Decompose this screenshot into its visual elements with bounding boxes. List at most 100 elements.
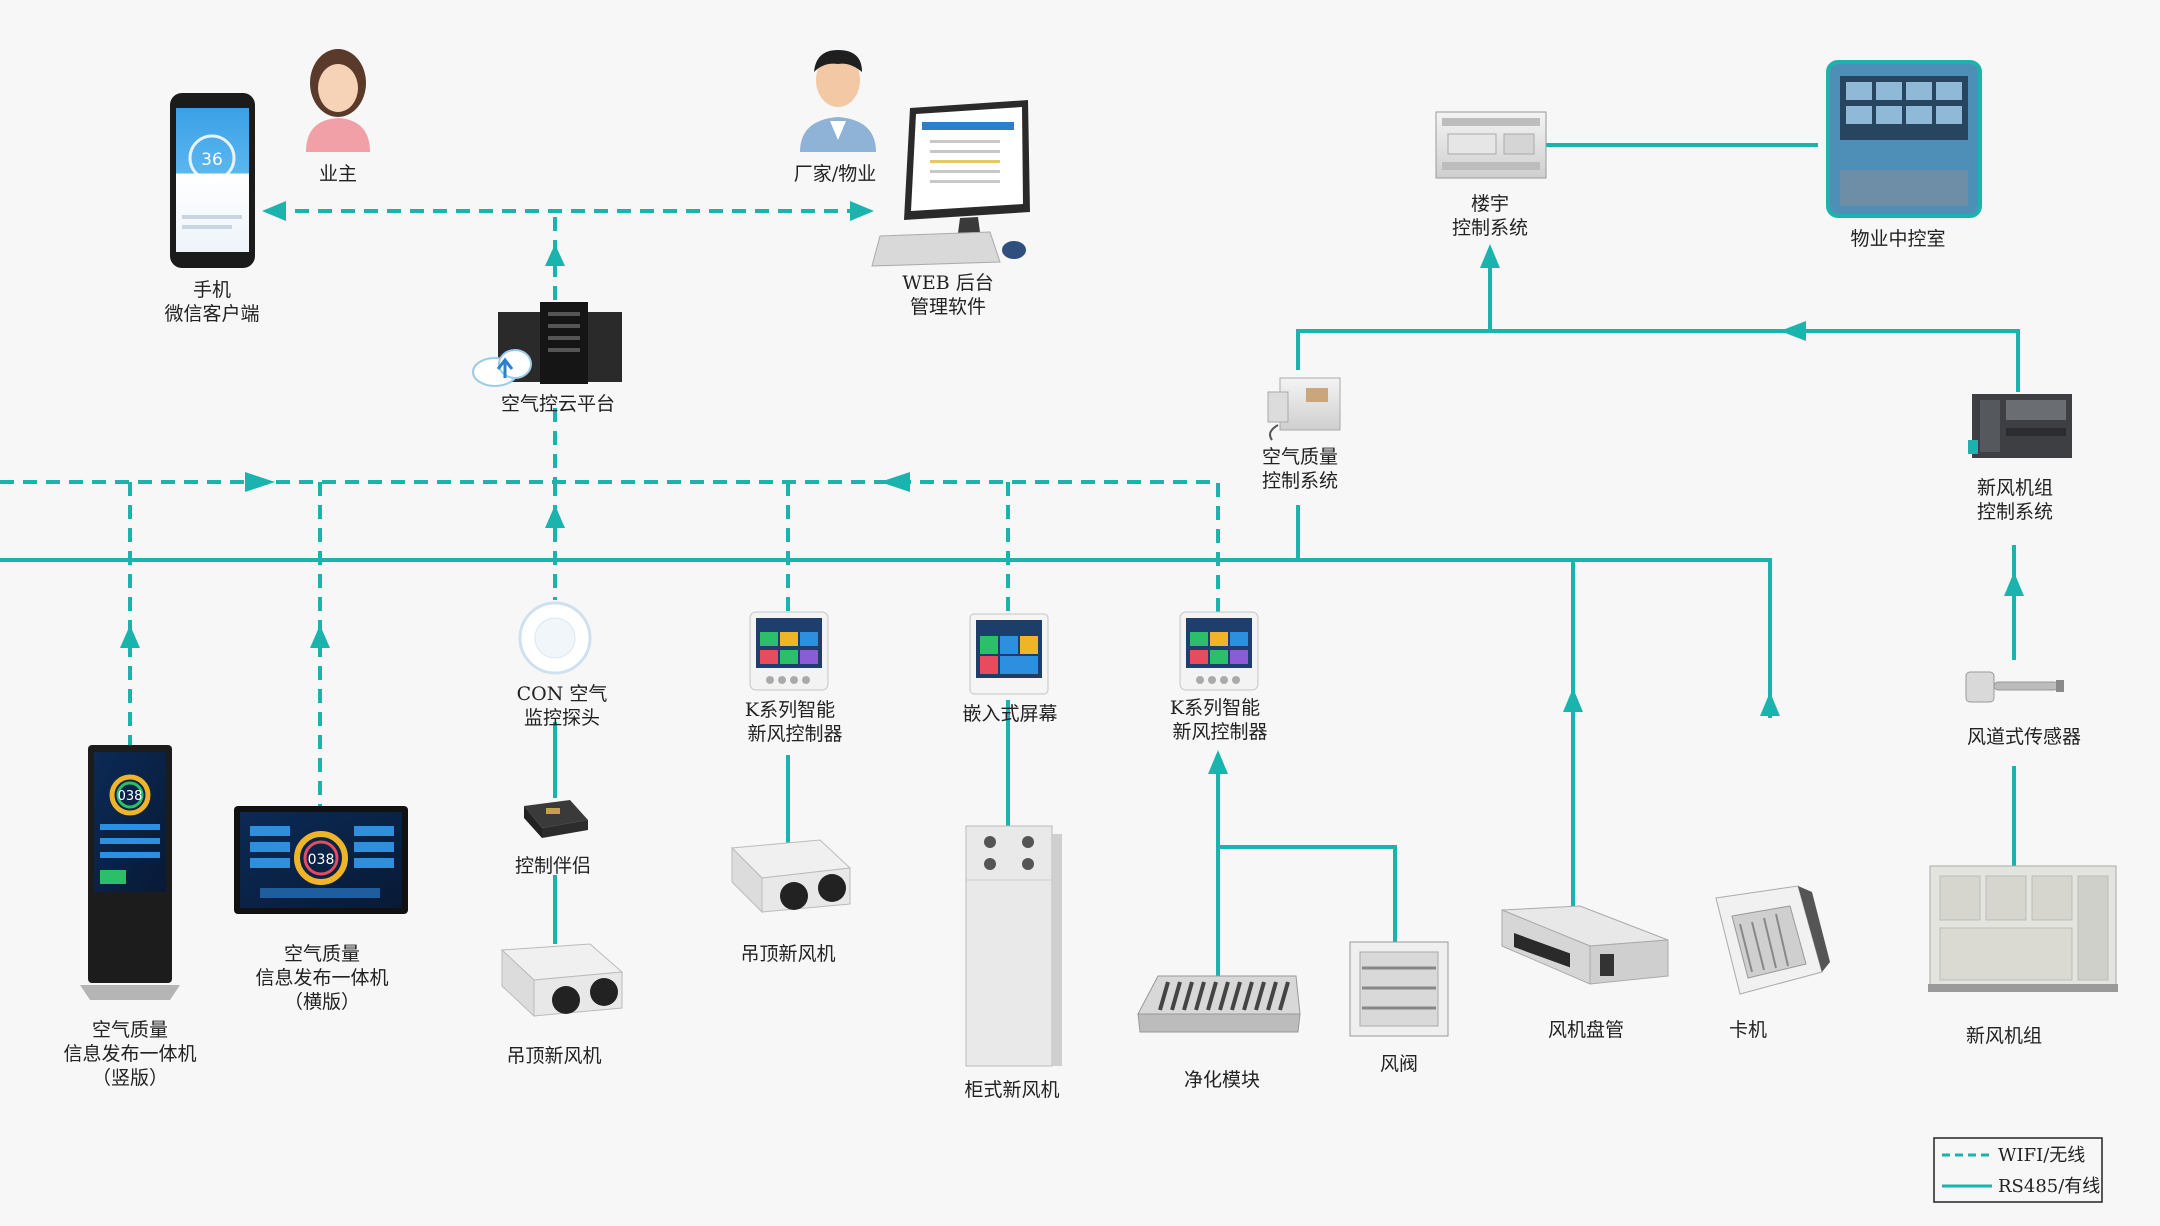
- phone-node[interactable]: 36 手机 微信客户端: [164, 93, 260, 325]
- probe-node[interactable]: CON 空气 监控探头: [517, 601, 608, 729]
- cloud-node[interactable]: 空气控云平台: [472, 302, 622, 415]
- web-label-1: WEB 后台: [902, 272, 993, 294]
- manufacturer-node[interactable]: 厂家/物业: [794, 50, 876, 185]
- damper-node[interactable]: 风阀: [1349, 941, 1449, 1075]
- cassette-unit-icon: [1715, 885, 1830, 995]
- fresh-air-control-label-2: 控制系统: [1977, 501, 2053, 523]
- phone-screen-value: 36: [201, 150, 223, 170]
- ceiling-fan-1-label: 吊顶新风机: [506, 1045, 601, 1067]
- vertical-display-label-2: 信息发布一体机: [63, 1043, 196, 1065]
- phone-list-icon: [182, 215, 242, 219]
- damper-icon: [1349, 941, 1449, 1037]
- horizontal-display-label-2: 信息发布一体机: [255, 967, 388, 989]
- manufacturer-label: 厂家/物业: [794, 163, 876, 185]
- fresh-air-control-label-1: 新风机组: [1977, 477, 2053, 499]
- aq-control-label-2: 控制系统: [1262, 470, 1338, 492]
- ceiling-fan-2-icon: [730, 839, 852, 914]
- k-controller-2-label-2: 新风控制器: [1172, 721, 1267, 743]
- ceiling-fan-2-node[interactable]: 吊顶新风机: [730, 839, 852, 965]
- arrow-cloud-up: [545, 244, 565, 266]
- wired-bus: [0, 558, 1772, 718]
- arrow-to-web: [850, 201, 874, 221]
- probe-label-2: 监控探头: [524, 707, 600, 729]
- damper-label: 风阀: [1380, 1053, 1418, 1075]
- fresh-air-unit-node[interactable]: 新风机组: [1928, 865, 2118, 1047]
- k-controller-1-icon: [749, 611, 829, 691]
- k-controller-1-label-1: K系列智能: [745, 699, 835, 721]
- legend-wired-label: RS485/有线: [1998, 1176, 2100, 1197]
- arrow-fan-coil: [1563, 688, 1583, 712]
- horizontal-display-label-1: 空气质量: [284, 943, 360, 965]
- vertical-display-label-1: 空气质量: [92, 1019, 168, 1041]
- cabinet-fan-label: 柜式新风机: [964, 1079, 1059, 1101]
- embedded-screen-label: 嵌入式屏幕: [962, 703, 1057, 725]
- companion-label: 控制伴侣: [515, 855, 591, 877]
- k-controller-2-node[interactable]: K系列智能 新风控制器: [1170, 611, 1268, 743]
- legend: WIFI/无线 RS485/有线: [1933, 1137, 2103, 1203]
- purify-module-label: 净化模块: [1184, 1069, 1260, 1091]
- fresh-air-unit-label: 新风机组: [1966, 1025, 2042, 1047]
- building-label-2: 控制系统: [1452, 217, 1528, 239]
- companion-node[interactable]: 控制伴侣: [515, 800, 591, 877]
- control-room-label: 物业中控室: [1850, 228, 1945, 250]
- cassette-label: 卡机: [1729, 1019, 1767, 1041]
- phone-gauge-icon: [188, 134, 236, 182]
- k-controller-2-label-1: K系列智能: [1170, 697, 1260, 719]
- embedded-screen-node[interactable]: 嵌入式屏幕: [962, 613, 1058, 725]
- aq-control-node[interactable]: 空气质量 控制系统: [1262, 377, 1341, 492]
- arrow-bus-right: [245, 472, 275, 492]
- duct-sensor-label: 风道式传感器: [1967, 726, 2081, 748]
- legend-box: [1933, 1137, 2103, 1203]
- horizontal-display-label-3: （横版）: [284, 991, 360, 1013]
- k-controller-1-label-2: 新风控制器: [747, 723, 842, 745]
- wired-aq-to-trunk: [1296, 329, 2020, 392]
- phone-label-2: 微信客户端: [164, 303, 259, 325]
- ceiling-fan-1-node[interactable]: 吊顶新风机: [500, 943, 624, 1067]
- purify-module-node[interactable]: 净化模块: [1137, 975, 1301, 1091]
- vertical-display-label-3: （竖版）: [92, 1067, 168, 1089]
- fan-coil-label: 风机盘管: [1548, 1019, 1624, 1041]
- arrow-cassette: [1760, 692, 1780, 716]
- vertical-display-value: 038: [118, 789, 143, 804]
- control-room-node[interactable]: 物业中控室: [1826, 60, 1982, 250]
- aq-controller-icon: [1267, 377, 1341, 441]
- arrow-sensor-up: [2004, 572, 2024, 596]
- control-companion-box-icon: [524, 800, 588, 838]
- horizontal-display-node[interactable]: 038 空气质量 信息发布一体机 （横版）: [234, 806, 408, 1013]
- fresh-air-control-node[interactable]: 新风机组 控制系统: [1968, 394, 2072, 523]
- k-controller-2-icon: [1179, 611, 1259, 691]
- cabinet-fan-node[interactable]: 柜式新风机: [964, 825, 1062, 1101]
- building-label-1: 楼宇: [1471, 193, 1509, 215]
- arrow-building-up: [1480, 244, 1500, 268]
- cloud-label: 空气控云平台: [501, 393, 615, 415]
- owner-node[interactable]: 业主: [306, 49, 370, 185]
- horizontal-display-monitor-icon: 038: [234, 806, 408, 914]
- duct-sensor-node[interactable]: 风道式传感器: [1965, 671, 2081, 748]
- arrow-bus-left: [880, 472, 910, 492]
- cassette-node[interactable]: 卡机: [1715, 885, 1830, 1041]
- arrow-trunk-left: [1780, 321, 1806, 341]
- k-controller-1-node[interactable]: K系列智能 新风控制器: [745, 611, 843, 745]
- wifi-bus: [0, 480, 1220, 620]
- female-user-icon: [306, 49, 370, 152]
- vertical-display-kiosk-icon: 038: [80, 745, 180, 1000]
- wired-connections: [0, 143, 2024, 976]
- probe-label-1: CON 空气: [517, 683, 608, 705]
- legend-wifi-label: WIFI/无线: [1998, 1145, 2085, 1166]
- building-control-node[interactable]: 楼宇 控制系统: [1435, 111, 1547, 239]
- fan-coil-node[interactable]: 风机盘管: [1501, 905, 1669, 1041]
- air-probe-center-icon: [534, 617, 576, 659]
- male-user-icon: [800, 50, 876, 152]
- arrow-vertical-display: [120, 625, 140, 648]
- wifi-connections: [0, 201, 1220, 806]
- cloud-upload-icon: [472, 349, 532, 387]
- web-node[interactable]: WEB 后台 管理软件: [871, 100, 1030, 318]
- arrow-probe-up: [545, 505, 565, 528]
- vertical-display-node[interactable]: 038 空气质量 信息发布一体机 （竖版）: [63, 745, 197, 1089]
- plc-module-icon: [1968, 394, 2072, 458]
- console-desk-icon: [1840, 170, 1968, 206]
- web-label-2: 管理软件: [910, 296, 986, 318]
- purify-module-icon: [1137, 975, 1301, 1033]
- aq-control-label-1: 空气质量: [1262, 446, 1338, 468]
